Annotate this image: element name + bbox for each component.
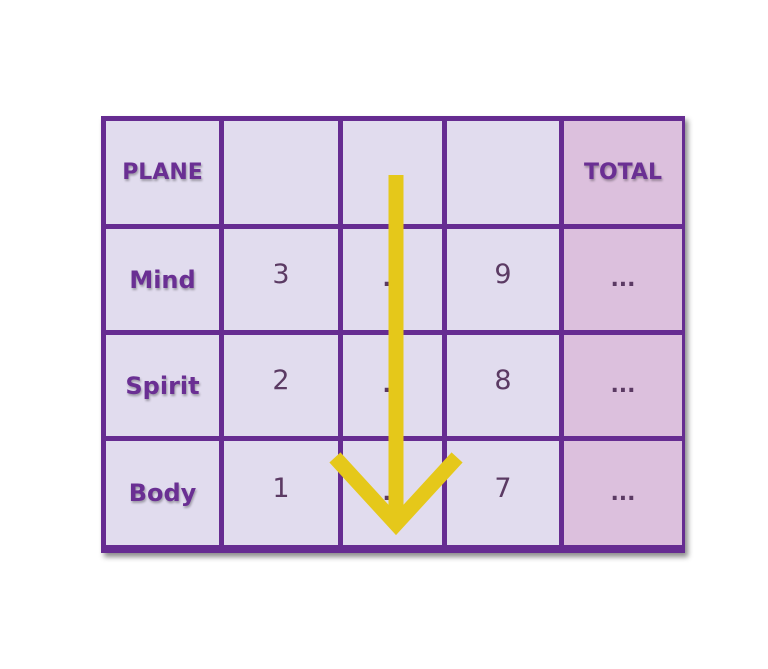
row-label-body: Body xyxy=(106,441,219,545)
mind-col-3: 9 xyxy=(447,229,559,330)
body-col-2: … xyxy=(343,441,442,545)
plane-table: PLANE TOTAL Mind 3 … 9 ... Spirit 2 … 8 … xyxy=(101,116,685,553)
header-plane: PLANE xyxy=(106,121,219,224)
row-label-mind: Mind xyxy=(106,229,219,330)
header-col-3 xyxy=(447,121,559,224)
spirit-col-3: 8 xyxy=(447,335,559,436)
header-col-2 xyxy=(343,121,442,224)
spirit-col-1: 2 xyxy=(224,335,338,436)
row-label-spirit: Spirit xyxy=(106,335,219,436)
mind-total: ... xyxy=(564,229,682,330)
header-total: TOTAL xyxy=(564,121,682,224)
mind-col-1: 3 xyxy=(224,229,338,330)
body-total: ... xyxy=(564,441,682,545)
header-col-1 xyxy=(224,121,338,224)
body-col-1: 1 xyxy=(224,441,338,545)
body-col-3: 7 xyxy=(447,441,559,545)
spirit-col-2: … xyxy=(343,335,442,436)
spirit-total: ... xyxy=(564,335,682,436)
mind-col-2: … xyxy=(343,229,442,330)
